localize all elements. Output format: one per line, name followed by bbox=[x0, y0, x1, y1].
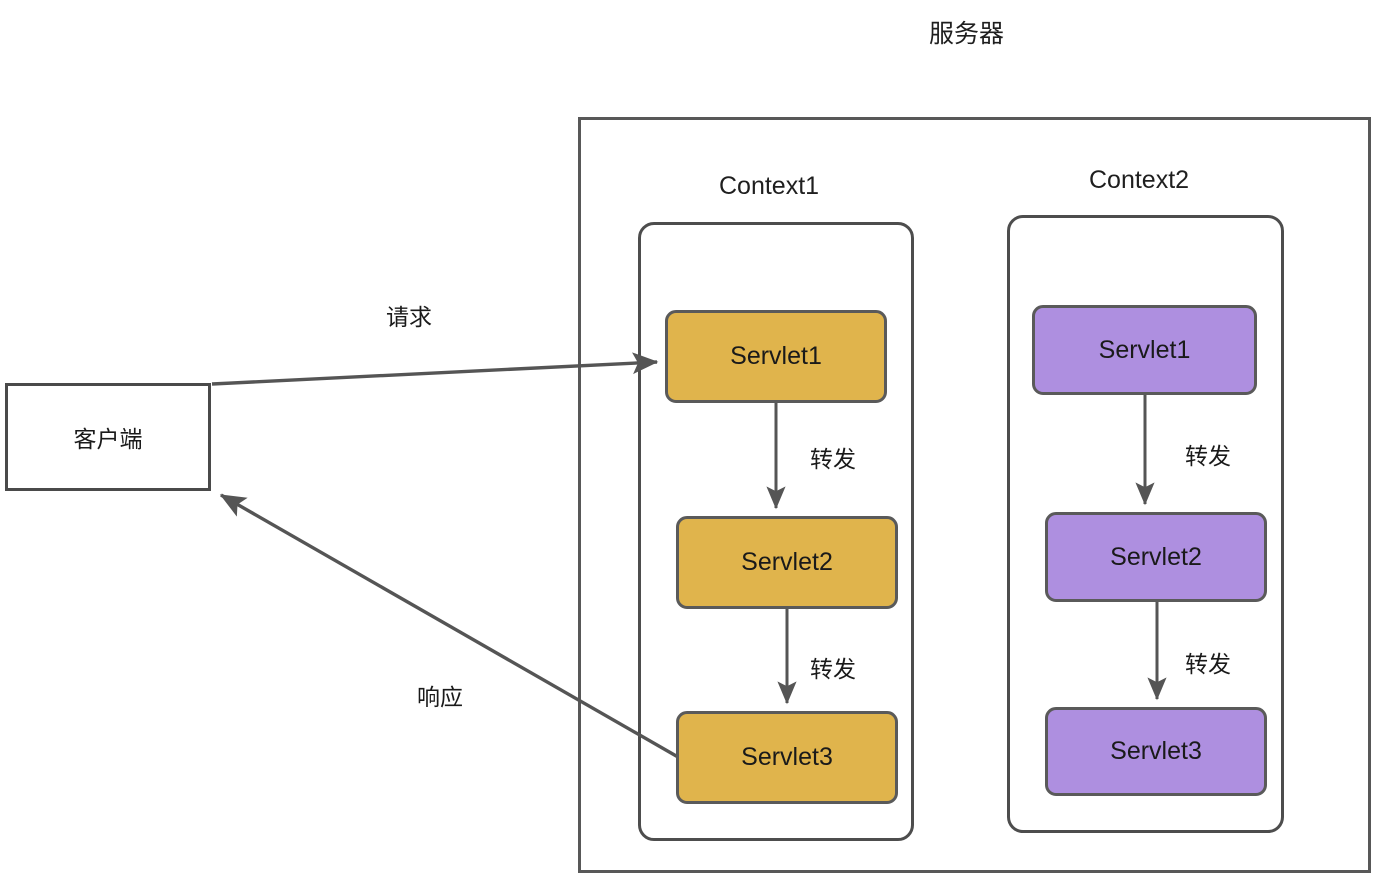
context2-forward-label-1: 转发 bbox=[1185, 443, 1231, 469]
context2-title: Context2 bbox=[1089, 166, 1190, 194]
context2-servlet2-node[interactable]: Servlet2 bbox=[1045, 512, 1267, 602]
context1-servlet2-node[interactable]: Servlet2 bbox=[676, 516, 898, 609]
context1-servlet3-node[interactable]: Servlet3 bbox=[676, 711, 898, 804]
context2-forward-label-2: 转发 bbox=[1185, 651, 1231, 677]
context2-servlet3-node[interactable]: Servlet3 bbox=[1045, 707, 1267, 796]
context1-title: Context1 bbox=[719, 172, 820, 200]
context2-servlet1-node[interactable]: Servlet1 bbox=[1032, 305, 1257, 395]
context1-servlet1-node[interactable]: Servlet1 bbox=[665, 310, 887, 403]
response-edge-label: 响应 bbox=[417, 684, 463, 710]
request-edge-label: 请求 bbox=[386, 304, 432, 330]
client-node[interactable]: 客户端 bbox=[5, 383, 211, 491]
context1-forward-label-1: 转发 bbox=[810, 446, 856, 472]
context1-forward-label-2: 转发 bbox=[810, 656, 856, 682]
server-title: 服务器 bbox=[929, 20, 1005, 48]
